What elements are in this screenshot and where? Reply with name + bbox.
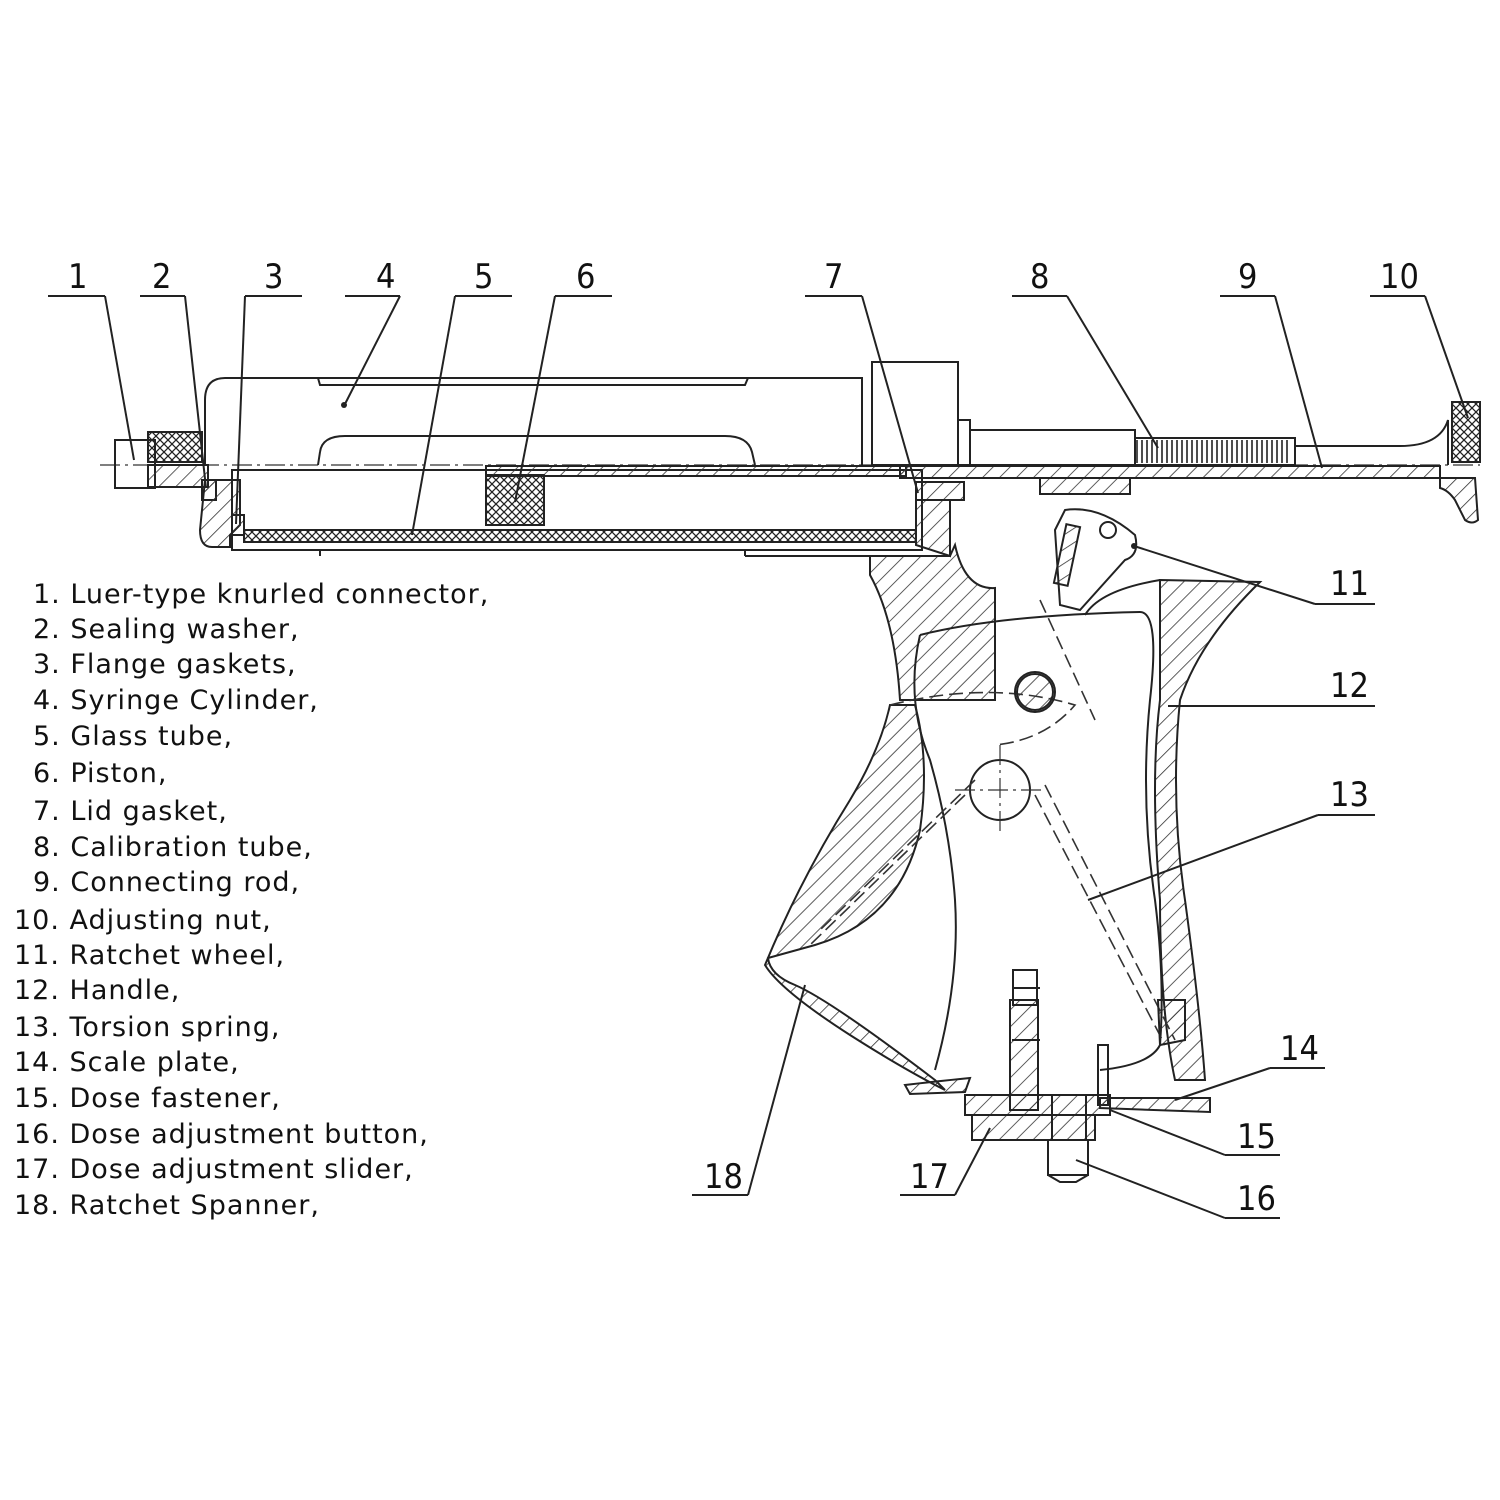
callout-18: 18 (704, 1157, 743, 1197)
scale-plate (1097, 999, 1211, 1114)
legend-item: 18. Ratchet Spanner, (14, 1190, 320, 1221)
callout-5: 5 (474, 257, 493, 297)
callout-10: 10 (1380, 257, 1419, 297)
legend-item: 5. Glass tube, (33, 721, 233, 752)
callout-14: 14 (1280, 1029, 1319, 1069)
torsion-spring (819, 779, 976, 931)
legend-item: 7. Lid gasket, (33, 796, 228, 827)
callout-12: 12 (1330, 666, 1369, 706)
legend-item: 16. Dose adjustment button, (14, 1119, 429, 1150)
callout-9: 9 (1238, 257, 1257, 297)
glass-tube (243, 529, 917, 543)
handle-assembly (763, 508, 1263, 1183)
legend-item: 17. Dose adjustment slider, (14, 1154, 414, 1185)
legend-item: 6. Piston, (33, 758, 167, 789)
dose-slider (971, 1114, 1096, 1141)
callout-16: 16 (1237, 1179, 1276, 1219)
piston-rod-section (485, 465, 907, 477)
legend-item: 15. Dose fastener, (14, 1083, 281, 1114)
grip-side (763, 704, 946, 1091)
legend-item: 4. Syringe Cylinder, (33, 685, 319, 716)
dose-adjustment (903, 969, 1111, 1183)
lid-gasket (915, 481, 965, 501)
handle (1154, 578, 1263, 1081)
ratchet-wheel (1052, 508, 1138, 612)
legend-item: 14. Scale plate, (14, 1047, 240, 1078)
parts-legend: 1. Luer-type knurled connector, 2. Seali… (14, 579, 489, 1221)
callout-11: 11 (1330, 564, 1369, 604)
legend-item: 10. Adjusting nut, (14, 905, 272, 936)
lid (915, 499, 951, 558)
callout-13: 13 (1330, 775, 1369, 815)
callout-numbers: 1 2 3 4 5 6 7 8 9 10 11 12 13 14 15 16 1… (68, 257, 1419, 1219)
calibration-tube (969, 419, 1449, 466)
luer-connector (114, 431, 209, 489)
leader-lines (48, 295, 1469, 1219)
rod-clamp (1039, 477, 1131, 495)
syringe-cylinder (204, 361, 971, 466)
callout-15: 15 (1237, 1117, 1276, 1157)
legend-item: 11. Ratchet wheel, (14, 940, 285, 971)
legend-item: 1. Luer-type knurled connector, (33, 579, 489, 610)
callout-17: 17 (910, 1157, 949, 1197)
callout-1: 1 (68, 257, 87, 297)
syringe-assembly (100, 361, 1481, 558)
dose-button (1047, 1139, 1089, 1176)
adjusting-nut (1439, 401, 1481, 524)
legend-item: 3. Flange gaskets, (33, 649, 297, 680)
legend-item: 8. Calibration tube, (33, 832, 313, 863)
callout-6: 6 (576, 257, 595, 297)
callout-2: 2 (152, 257, 171, 297)
callout-8: 8 (1030, 257, 1049, 297)
flange-gasket (231, 514, 245, 536)
connecting-rod (899, 465, 1441, 479)
legend-item: 13. Torsion spring, (14, 1012, 280, 1043)
callout-7: 7 (824, 257, 843, 297)
legend-item: 9. Connecting rod, (33, 867, 300, 898)
legend-item: 2. Sealing washer, (33, 614, 300, 645)
pivot-pin (1014, 671, 1056, 713)
callout-4: 4 (376, 257, 395, 297)
legend-item: 12. Handle, (14, 975, 180, 1006)
front-grip (869, 541, 996, 701)
callout-3: 3 (264, 257, 283, 297)
cylinder-lower-sleeve (198, 469, 923, 557)
